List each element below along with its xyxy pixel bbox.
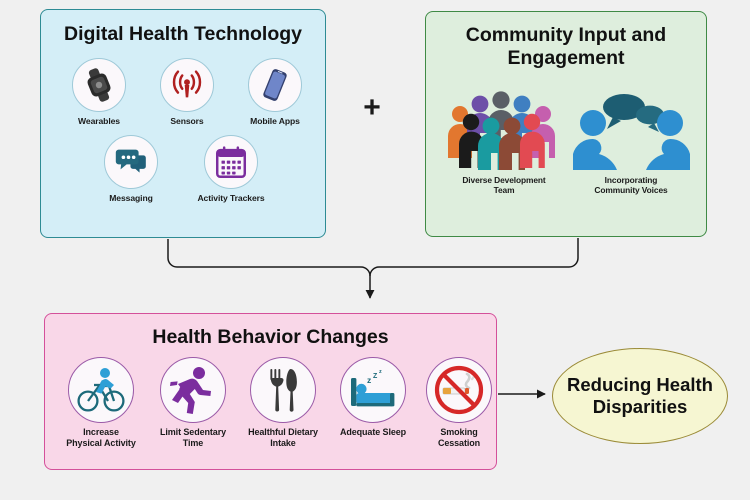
item-smoking-cessation[interactable]: Smoking Cessation (411, 357, 507, 448)
item-label: Messaging (109, 193, 153, 203)
diverse-group-icon (442, 90, 566, 172)
item-messaging[interactable]: Messaging (93, 135, 169, 203)
panel-community-input-engagement[interactable]: Community Input and Engagement (425, 11, 707, 237)
item-activity-trackers[interactable]: Activity Trackers (189, 135, 273, 203)
connector-digital-to-merge (167, 239, 361, 268)
item-label: Limit Sedentary Time (159, 427, 227, 448)
chat-bubbles-icon (104, 135, 158, 189)
item-label: Incorporating Community Voices (594, 175, 668, 195)
item-label: Adequate Sleep (339, 427, 407, 437)
cyclist-icon (68, 357, 134, 423)
svg-text:z: z (367, 375, 371, 385)
item-incorporating-community-voices[interactable]: Incorporating Community Voices (566, 90, 696, 196)
item-label: Wearables (78, 116, 120, 126)
panel-behavior-title: Health Behavior Changes (152, 326, 389, 348)
item-healthful-dietary-intake[interactable]: Healthful Dietary Intake (231, 357, 335, 448)
signal-antenna-icon (160, 58, 214, 112)
smartphone-icon (248, 58, 302, 112)
svg-text:Z: Z (373, 373, 378, 380)
item-increase-physical-activity[interactable]: Increase Physical Activity (53, 357, 149, 448)
outcome-label: Reducing Health Disparities (567, 374, 713, 417)
item-limit-sedentary-time[interactable]: Limit Sedentary Time (145, 357, 241, 448)
item-mobile-apps[interactable]: Mobile Apps (237, 58, 313, 126)
fork-knife-icon (250, 357, 316, 423)
two-people-talking-icon (566, 90, 696, 172)
smartwatch-icon (72, 58, 126, 112)
item-label: Healthful Dietary Intake (248, 427, 318, 448)
item-label: Diverse Development Team (462, 175, 546, 195)
connector-merge-join (369, 266, 380, 277)
item-label: Mobile Apps (250, 116, 300, 126)
connector-community-to-merge (379, 238, 579, 268)
item-label: Activity Trackers (197, 193, 265, 203)
runner-icon (160, 357, 226, 423)
panel-health-behavior-changes[interactable]: Health Behavior Changes Increase Physica… (44, 313, 497, 470)
panel-digital-health-title: Digital Health Technology (64, 23, 302, 45)
item-label: Smoking Cessation (437, 427, 481, 448)
item-label: Sensors (170, 116, 204, 126)
bed-sleep-icon: z Z z (340, 357, 406, 423)
item-label: Increase Physical Activity (66, 427, 136, 448)
panel-digital-health-technology[interactable]: Digital Health Technology Wearables (40, 9, 326, 238)
outcome-reducing-health-disparities[interactable]: Reducing Health Disparities (552, 348, 728, 444)
no-smoking-icon (426, 357, 492, 423)
item-adequate-sleep[interactable]: z Z z Adequate Sleep (325, 357, 421, 438)
item-diverse-development-team[interactable]: Diverse Development Team (442, 90, 566, 196)
item-sensors[interactable]: Sensors (151, 58, 223, 126)
plus-operator-icon: + (363, 91, 381, 124)
panel-community-title: Community Input and Engagement (465, 24, 667, 69)
item-wearables[interactable]: Wearables (63, 58, 135, 126)
connector-merge-arrow (360, 266, 375, 299)
svg-text:z: z (379, 369, 382, 375)
calendar-icon (204, 135, 258, 189)
